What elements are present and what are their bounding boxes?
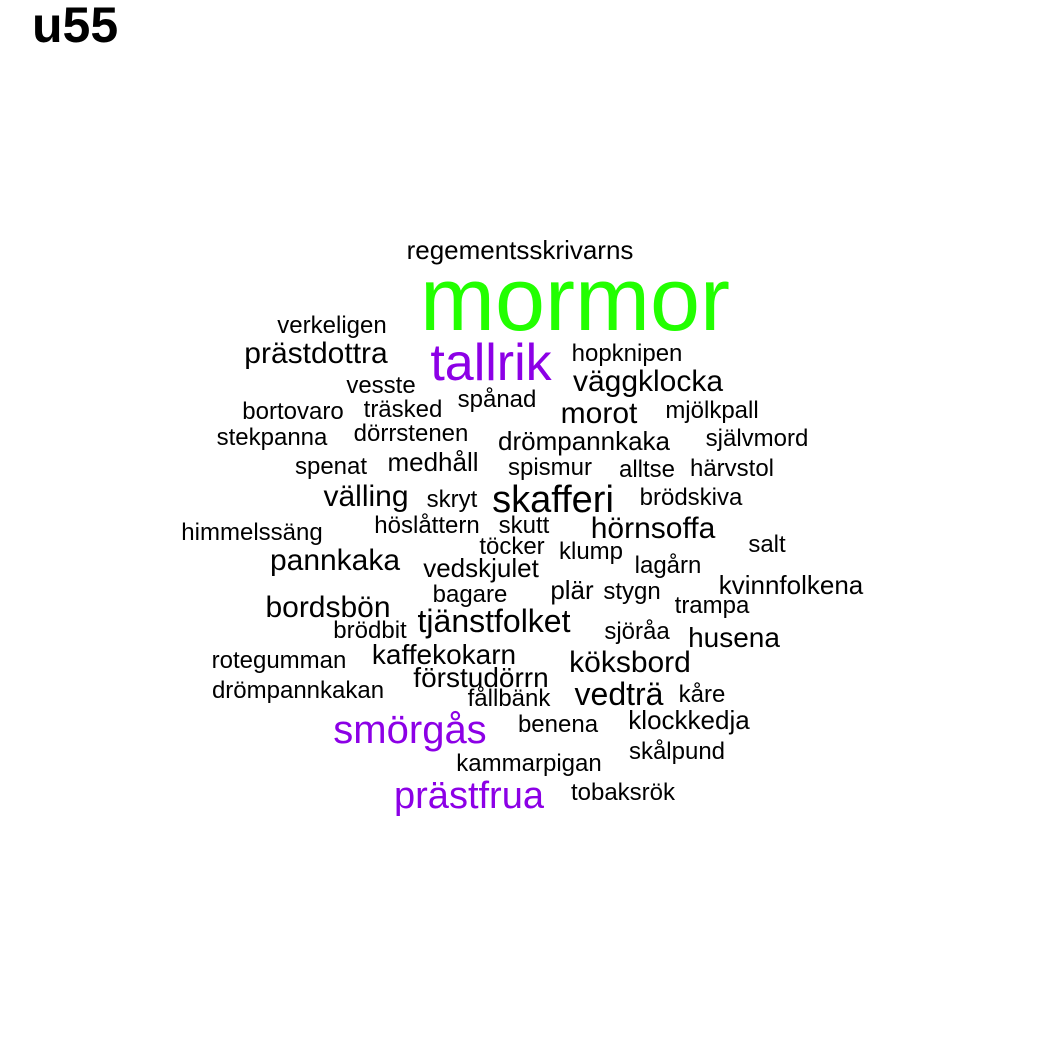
word-skafferi: skafferi [492, 479, 614, 521]
word-spismur: spismur [507, 454, 593, 481]
word-husena: husena [688, 622, 780, 653]
word-sjoraa: sjöråa [604, 618, 670, 645]
word-benena: benena [517, 711, 599, 738]
word-lagarn: lagårn [634, 552, 702, 579]
word-kaffekokarn: kaffekokarn [371, 639, 517, 670]
word-klump: klump [558, 538, 624, 565]
word-stekpanna: stekpanna [216, 424, 328, 451]
word-sjalvmord: självmord [705, 425, 809, 452]
word-pannkaka: pannkaka [269, 544, 401, 577]
word-bagare: bagare [432, 581, 508, 608]
word-spanad: spånad [457, 386, 537, 413]
word-klockkedja: klockkedja [628, 705, 750, 735]
word-regementsskrivarns: regementsskrivarns [406, 235, 634, 265]
word-bordsbon: bordsbön [265, 591, 391, 624]
word-hoslattern: höslåttern [374, 512, 480, 539]
word-stygn: stygn [603, 578, 661, 605]
word-vaggklocka: väggklocka [572, 365, 724, 398]
word-tocker: töcker [479, 533, 545, 560]
word-prastdottra: prästdottra [244, 337, 388, 370]
word-hornsoffa: hörnsoffa [590, 512, 716, 545]
word-vesste: vesste [346, 372, 416, 399]
word-brodskiva: brödskiva [639, 484, 743, 511]
word-kammarpigan: kammarpigan [456, 750, 602, 777]
word-valling: välling [323, 480, 409, 513]
word-trasked: träsked [363, 396, 443, 423]
word-kvinnfolkena: kvinnfolkena [718, 570, 864, 600]
word-prastfrua: prästfrua [394, 775, 544, 817]
word-mjolkpall: mjölkpall [665, 397, 759, 424]
word-smorgas: smörgås [333, 708, 487, 752]
word-koksbord: köksbord [569, 646, 691, 679]
word-drompannkaka: drömpannkaka [498, 426, 670, 456]
word-trampa: trampa [674, 592, 750, 619]
word-harvstol: härvstol [689, 455, 775, 482]
word-spenat: spenat [294, 453, 368, 480]
word-rotegumman: rotegumman [211, 647, 347, 674]
word-skryt: skryt [426, 486, 478, 513]
page-title: u55 [32, 0, 119, 53]
word-fallbank: fållbänk [467, 685, 551, 712]
word-alltse: alltse [618, 456, 676, 483]
word-mormor: mormor [420, 250, 730, 350]
word-salt: salt [748, 531, 786, 558]
word-verkeligen: verkeligen [277, 312, 387, 339]
word-brodbit: brödbit [333, 617, 407, 644]
word-tjanstfolket: tjänstfolket [417, 603, 571, 639]
word-vedtra: vedträ [574, 676, 664, 712]
word-tallrik: tallrik [430, 334, 552, 392]
word-dorrstenen: dörrstenen [353, 420, 469, 447]
word-morot: morot [560, 397, 638, 430]
word-forstudorrn: förstudörrn [413, 662, 549, 693]
word-skalpund: skålpund [628, 738, 726, 765]
word-medhall: medhåll [387, 447, 479, 477]
word-kare: kåre [678, 681, 726, 708]
word-bortovaro: bortovaro [242, 398, 344, 425]
word-skutt: skutt [498, 512, 550, 539]
word-tobaksrok: tobaksrök [570, 779, 676, 806]
word-drompannkakan: drömpannkakan [211, 677, 385, 704]
word-hopknipen: hopknipen [571, 340, 683, 367]
word-vedskjulet: vedskjulet [423, 553, 539, 583]
word-himmelssang: himmelssäng [181, 519, 323, 546]
word-plar: plär [550, 575, 594, 605]
